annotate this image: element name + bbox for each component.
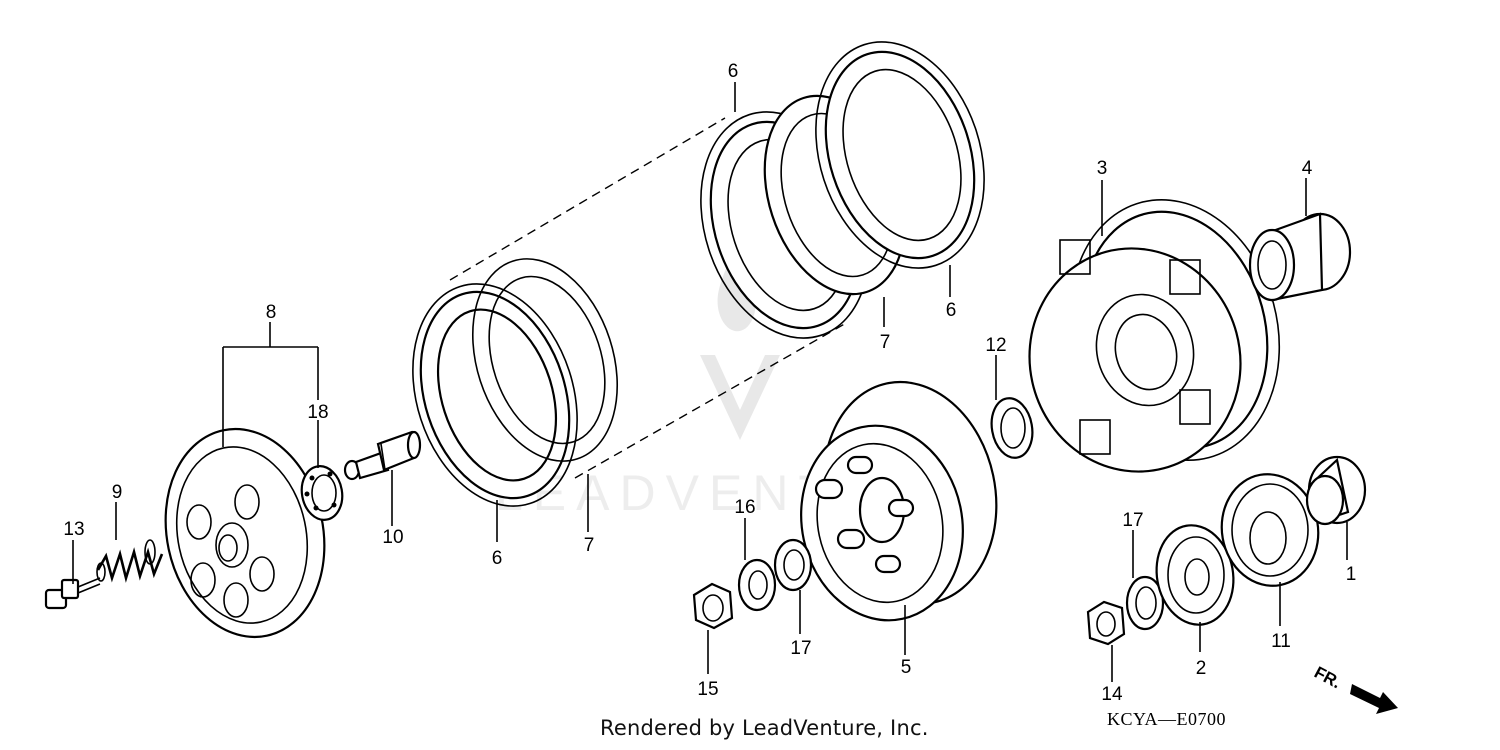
primary-drive-gear-part-2 xyxy=(1155,524,1235,626)
callout-18: 18 xyxy=(307,402,328,423)
callout-14: 14 xyxy=(1101,684,1123,705)
bolt-part-13 xyxy=(44,577,101,610)
callout-11: 11 xyxy=(1271,631,1291,652)
rendered-by-credit: Rendered by LeadVenture, Inc. xyxy=(600,716,929,740)
callout-9: 9 xyxy=(112,482,123,503)
callout-15: 15 xyxy=(697,679,718,700)
front-arrow-icon xyxy=(1350,684,1398,714)
leader-lines xyxy=(72,82,1348,682)
washer-part-16 xyxy=(737,558,777,612)
callout-8: 8 xyxy=(266,302,277,323)
callout-6-right: 6 xyxy=(946,300,957,321)
callout-5: 5 xyxy=(901,657,912,678)
callout-7-bottom: 7 xyxy=(584,535,595,556)
pressure-plate-part-8 xyxy=(164,427,326,639)
clutch-outer-part-3 xyxy=(1028,198,1281,473)
callout-16: 16 xyxy=(734,497,755,518)
thrust-washer-part-12 xyxy=(990,397,1034,459)
drawing-code: KCYA—E0700 xyxy=(1107,709,1227,729)
callout-4: 4 xyxy=(1302,158,1313,179)
direction-label: FR. xyxy=(1311,663,1344,693)
callout-17-left: 17 xyxy=(790,638,811,659)
lifter-rod-part-10 xyxy=(343,430,422,481)
callout-6-bottom: 6 xyxy=(492,548,503,569)
callout-17-right: 17 xyxy=(1122,510,1143,531)
steel-plate-part-7-lower xyxy=(471,258,619,462)
callout-6-top: 6 xyxy=(728,61,739,82)
lock-washer-part-17 xyxy=(773,538,813,592)
nut-part-14 xyxy=(1086,600,1126,646)
callout-7-right: 7 xyxy=(880,332,891,353)
friction-disc-part-6-lower xyxy=(412,283,578,507)
callout-labels: 1 2 3 4 5 6 6 6 7 7 8 9 10 11 12 13 14 1… xyxy=(63,61,1356,705)
nut-part-15 xyxy=(692,582,734,630)
plate-stack-guide xyxy=(449,117,849,479)
callout-3: 3 xyxy=(1097,158,1108,179)
lock-washer-part-17-right xyxy=(1125,575,1165,631)
front-direction-indicator: FR. xyxy=(1311,663,1398,714)
bearing-part-18 xyxy=(300,465,344,521)
callout-12: 12 xyxy=(985,335,1006,356)
callout-13: 13 xyxy=(63,519,84,540)
clutch-center-part-5 xyxy=(800,380,998,622)
collar-part-4 xyxy=(1248,212,1352,302)
sleeve-part-1 xyxy=(1305,455,1367,526)
spring-part-9 xyxy=(96,539,164,583)
callout-10: 10 xyxy=(382,527,403,548)
callout-2: 2 xyxy=(1196,658,1207,679)
callout-1: 1 xyxy=(1346,564,1357,585)
friction-disc-part-6-rear xyxy=(815,41,985,269)
